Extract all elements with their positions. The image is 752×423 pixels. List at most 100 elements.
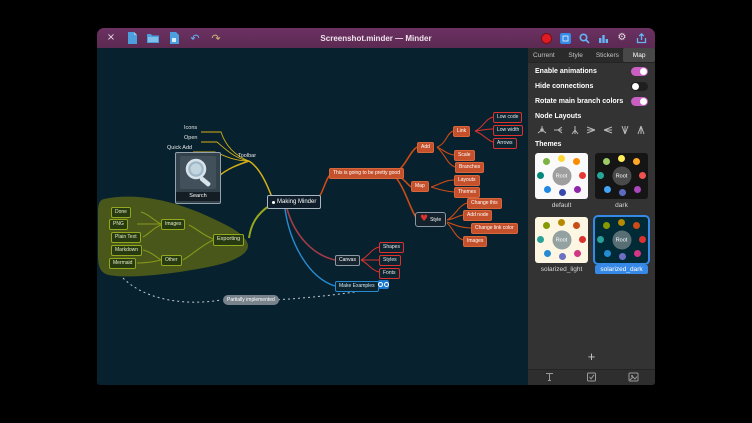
theme-dot [559, 253, 566, 260]
rotate-branch-colors-toggle[interactable] [631, 97, 648, 106]
theme-card-default[interactable]: Root default [535, 153, 588, 210]
save-document-icon[interactable] [168, 31, 180, 45]
map-node-quick-add[interactable]: Quick Add [167, 145, 193, 151]
hide-connections-toggle[interactable] [631, 82, 648, 91]
titlebar[interactable]: × ↶ ↷ Screenshot.minder — Minder [97, 28, 655, 48]
root-label: Making Minder [277, 199, 317, 205]
layout-left-icon[interactable] [585, 124, 598, 135]
map-node-toolbar[interactable]: Toolbar [238, 153, 257, 159]
theme-dot [639, 172, 646, 179]
selection-blob [98, 196, 249, 277]
map-node-markdown[interactable]: Markdown [111, 245, 143, 256]
tab-map[interactable]: Map [623, 48, 655, 62]
map-node-search-image[interactable]: Search [175, 152, 221, 204]
map-node-plain-text[interactable]: Plain Text [111, 232, 141, 243]
titlebar-left-icons: × ↶ ↷ [97, 31, 222, 45]
theme-dot [573, 222, 580, 229]
toggle-row-hide-connections: Hide connections [528, 78, 655, 93]
map-node-map[interactable]: Map [411, 181, 429, 192]
map-node-root[interactable]: Making Minder [267, 195, 322, 209]
presentation-icon[interactable] [597, 31, 609, 45]
layout-down-icon[interactable] [635, 124, 648, 135]
map-node-add-node[interactable]: Add node [463, 210, 493, 221]
export-image-icon[interactable] [559, 31, 571, 45]
toggle-row-rotate-branch-colors: Rotate main branch colors [528, 93, 655, 108]
close-window-button[interactable]: × [106, 32, 116, 43]
map-node-open[interactable]: Open [184, 135, 198, 141]
map-node-low-code[interactable]: Low code [493, 112, 523, 123]
theme-root-circle: Root [612, 166, 631, 186]
map-node-themes[interactable]: Themes [454, 187, 481, 198]
record-icon[interactable] [540, 31, 552, 45]
undo-icon[interactable]: ↶ [190, 31, 200, 45]
red-branches [360, 116, 494, 273]
theme-dot [604, 186, 611, 193]
add-theme-button[interactable]: + [528, 349, 655, 364]
new-document-icon[interactable] [126, 31, 138, 45]
theme-card-dark[interactable]: Root dark [595, 153, 648, 210]
theme-dot [537, 236, 544, 243]
theme-preview: Root [535, 153, 588, 199]
tab-stickers[interactable]: Stickers [592, 48, 624, 62]
open-folder-icon[interactable] [147, 31, 159, 45]
layout-horizontal-icon[interactable] [552, 124, 565, 135]
map-node-link[interactable]: Link [453, 126, 471, 137]
map-node-done[interactable]: Done [111, 207, 131, 218]
map-node-images-left[interactable]: Images [161, 219, 186, 230]
map-node-other[interactable]: Other [161, 255, 182, 266]
theme-dot [558, 155, 565, 162]
map-node-style[interactable]: ♥ Style [415, 212, 447, 227]
map-node-exporting[interactable]: Exporting [213, 234, 245, 246]
map-node-images-right[interactable]: Images [463, 236, 488, 247]
redo-icon[interactable]: ↷ [211, 31, 221, 45]
link-icon[interactable] [378, 280, 389, 289]
layout-right-icon[interactable] [602, 124, 615, 135]
map-node-low-width[interactable]: Low width [493, 125, 524, 136]
search-thumbnail [176, 153, 220, 192]
layout-vertical-icon[interactable] [568, 124, 581, 135]
sidebar-spacer [528, 274, 655, 349]
map-node-change-link-color[interactable]: Change link color [471, 223, 518, 234]
map-node-label: Search [176, 192, 220, 201]
map-node-pretty-good[interactable]: This is going to be pretty good [329, 168, 404, 179]
layout-manual-icon[interactable] [535, 124, 548, 135]
map-node-layouts[interactable]: Layouts [454, 175, 480, 186]
mindmap-canvas[interactable]: Search Icons Open Quick Add Toolbar Maki… [97, 48, 528, 385]
map-node-add[interactable]: Add [417, 142, 434, 153]
theme-dot [543, 158, 550, 165]
map-node-png[interactable]: PNG [109, 219, 128, 230]
map-node-styles[interactable]: Styles [379, 255, 401, 266]
text-tool-icon[interactable] [544, 369, 555, 386]
map-node-canvas[interactable]: Canvas [335, 255, 360, 266]
toggle-label: Rotate main branch colors [535, 98, 624, 105]
settings-gear-icon[interactable]: ⚙ [617, 32, 627, 43]
orange-branches [312, 130, 472, 241]
theme-card-solarized-dark[interactable]: Root solarized_dark [595, 217, 648, 274]
checkbox-icon[interactable] [586, 369, 597, 386]
zoom-icon[interactable] [578, 31, 590, 45]
map-node-icons[interactable]: Icons [184, 125, 198, 131]
image-icon[interactable] [628, 369, 639, 386]
node-layouts-row [528, 122, 655, 136]
map-node-arrows[interactable]: Arrows [493, 138, 517, 149]
map-node-branches[interactable]: Branches [455, 162, 485, 173]
tab-style[interactable]: Style [560, 48, 592, 62]
magnifier-graphic [180, 156, 216, 189]
map-node-make-examples[interactable]: Make Examples [335, 281, 379, 292]
theme-card-solarized-light[interactable]: Root solarized_light [535, 217, 588, 274]
map-node-mermaid[interactable]: Mermaid [109, 258, 137, 269]
map-node-partially-implemented[interactable]: Partially implemented [223, 295, 279, 305]
layout-up-icon[interactable] [618, 124, 631, 135]
map-node-fonts[interactable]: Fonts [379, 268, 400, 279]
theme-dot [619, 189, 626, 196]
map-node-label: Style [430, 216, 442, 223]
theme-dot [558, 219, 565, 226]
enable-animations-toggle[interactable] [631, 67, 648, 76]
theme-dot [604, 250, 611, 257]
theme-dot [559, 189, 566, 196]
share-export-icon[interactable] [635, 31, 647, 45]
map-node-shapes[interactable]: Shapes [379, 242, 404, 253]
tab-current[interactable]: Current [528, 48, 560, 62]
map-node-scale[interactable]: Scale [454, 150, 475, 161]
map-node-change-this[interactable]: Change this [467, 198, 502, 209]
